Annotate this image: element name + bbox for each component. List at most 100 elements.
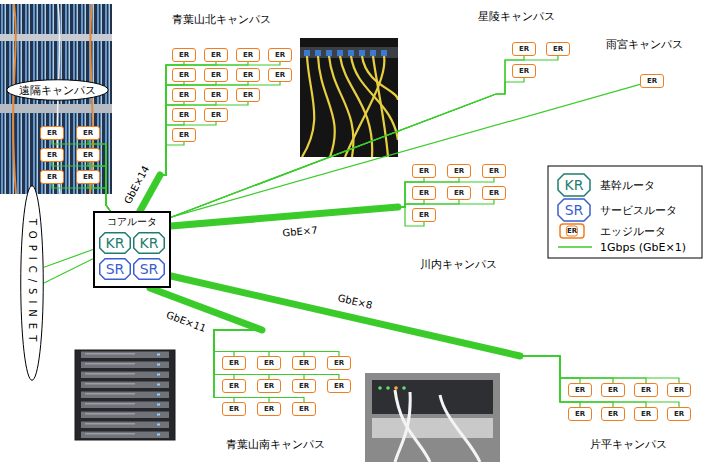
- campus-name: 川内キャンパス: [420, 258, 497, 271]
- network-link: [171, 178, 494, 226]
- photo-fiber-patch: [381, 50, 387, 56]
- network-link: [150, 288, 304, 402]
- edge-router-box: ER: [204, 108, 228, 122]
- node-label: ER: [211, 51, 221, 60]
- edge-router-box: ER: [634, 383, 658, 397]
- network-link: [44, 259, 93, 283]
- bandwidth-label: GbE×11: [164, 309, 207, 335]
- legend-box: [548, 166, 702, 258]
- edge-router-box: ER: [172, 88, 196, 102]
- network-link: [150, 288, 262, 379]
- network-link: [140, 82, 248, 211]
- node-label: ER: [229, 359, 239, 368]
- node-label: ER: [489, 167, 499, 176]
- edge-router-box: ER: [667, 407, 691, 421]
- node-label: ER: [575, 386, 585, 395]
- backbone-router: KR: [133, 232, 165, 254]
- node-label: ER: [553, 45, 563, 54]
- edge-router-box: ER: [482, 164, 506, 178]
- photo-router-chassis: [386, 386, 390, 390]
- edge-router-box: ER: [412, 208, 436, 222]
- edge-router-box: ER: [76, 148, 100, 162]
- node-label: KR: [106, 235, 125, 251]
- campus-name: 青葉山北キャンパス: [172, 13, 271, 26]
- photo-router-chassis: [365, 373, 500, 462]
- legend-box: [558, 174, 590, 196]
- photo-router-chassis: [372, 418, 493, 438]
- node-label: ER: [299, 405, 309, 414]
- octagon-outline: [134, 233, 165, 254]
- bandwidth-label: GbE×8: [337, 292, 374, 312]
- network-link: [150, 288, 339, 379]
- photo-server-rack: [75, 350, 175, 440]
- node-label: ER: [519, 45, 529, 54]
- node-label: ER: [211, 111, 221, 120]
- network-link: [171, 178, 424, 226]
- photo-router-chassis: [440, 395, 480, 462]
- network-link: [171, 276, 646, 407]
- edge-router-box: ER: [40, 126, 64, 140]
- edge-router-box: ER: [204, 88, 228, 102]
- network-link: [171, 56, 524, 217]
- photo-router-chassis: [395, 390, 430, 462]
- network-link: [171, 276, 613, 383]
- network-link: [150, 288, 304, 356]
- node-label: ER: [419, 211, 429, 220]
- photo-router-chassis: [378, 386, 382, 390]
- legend-box: [558, 199, 590, 221]
- legend-box: [560, 224, 584, 238]
- edge-router-box: ER: [601, 407, 625, 421]
- network-link: [140, 82, 280, 211]
- node-label: ER: [275, 51, 285, 60]
- edge-router-box: ER: [546, 42, 570, 56]
- network-link: [88, 184, 110, 211]
- node-label: ER: [243, 71, 253, 80]
- node-label: SR: [140, 261, 159, 277]
- node-label: ER: [641, 386, 651, 395]
- node-label: ER: [608, 386, 618, 395]
- network-link: [171, 178, 459, 226]
- edge-router-box: ER: [172, 108, 196, 122]
- photo-fiber-patch: [373, 56, 388, 157]
- node-label: ER: [243, 91, 253, 100]
- photo-server-rack: [75, 350, 175, 440]
- edge-router-box: ER: [292, 402, 316, 416]
- edge-router-box: ER: [222, 379, 246, 393]
- bandwidth-label: GbE×14: [122, 164, 152, 206]
- node-label: ER: [264, 405, 274, 414]
- photo-fiber-patch: [304, 50, 310, 56]
- edge-router-box: ER: [257, 356, 281, 370]
- network-link: [171, 276, 679, 383]
- network-link: [171, 200, 494, 226]
- node-label: ER: [454, 167, 464, 176]
- node-label: KR: [140, 235, 159, 251]
- node-label: ER: [647, 77, 657, 86]
- legend-text: サービスルータ: [600, 204, 677, 217]
- node-label: ER: [179, 51, 189, 60]
- node-label: ER: [179, 111, 189, 120]
- node-label: ER: [419, 167, 429, 176]
- photo-remote-rack: [0, 34, 112, 41]
- octagon-outline: [134, 259, 165, 280]
- photo-router-chassis: [402, 386, 406, 390]
- node-label: ER: [47, 151, 57, 160]
- network-oval: TOPIC/SINET: [20, 185, 44, 381]
- node-label: ER: [454, 189, 464, 198]
- photo-fiber-patch: [315, 50, 321, 56]
- campus-name: 星陵キャンパス: [478, 10, 555, 23]
- oval-outline: [21, 186, 44, 381]
- photo-remote-rack: [0, 104, 112, 113]
- node-label: ER: [83, 151, 93, 160]
- legend-text: エッジルータ: [600, 225, 666, 238]
- photo-fiber-patch: [348, 50, 354, 56]
- network-link: [150, 288, 269, 402]
- node-label: ER: [211, 71, 221, 80]
- campus-name: 片平キャンパス: [590, 438, 667, 451]
- edge-router-box: ER: [327, 379, 351, 393]
- trunk-lines: [140, 175, 520, 356]
- edge-router-box: ER: [412, 186, 436, 200]
- legend-text: 1Gbps (GbE×1): [600, 241, 686, 254]
- edge-router-box: ER: [172, 48, 196, 62]
- campus-name: 雨宮キャンパス: [606, 38, 683, 51]
- photo-remote-rack: [13, 4, 16, 194]
